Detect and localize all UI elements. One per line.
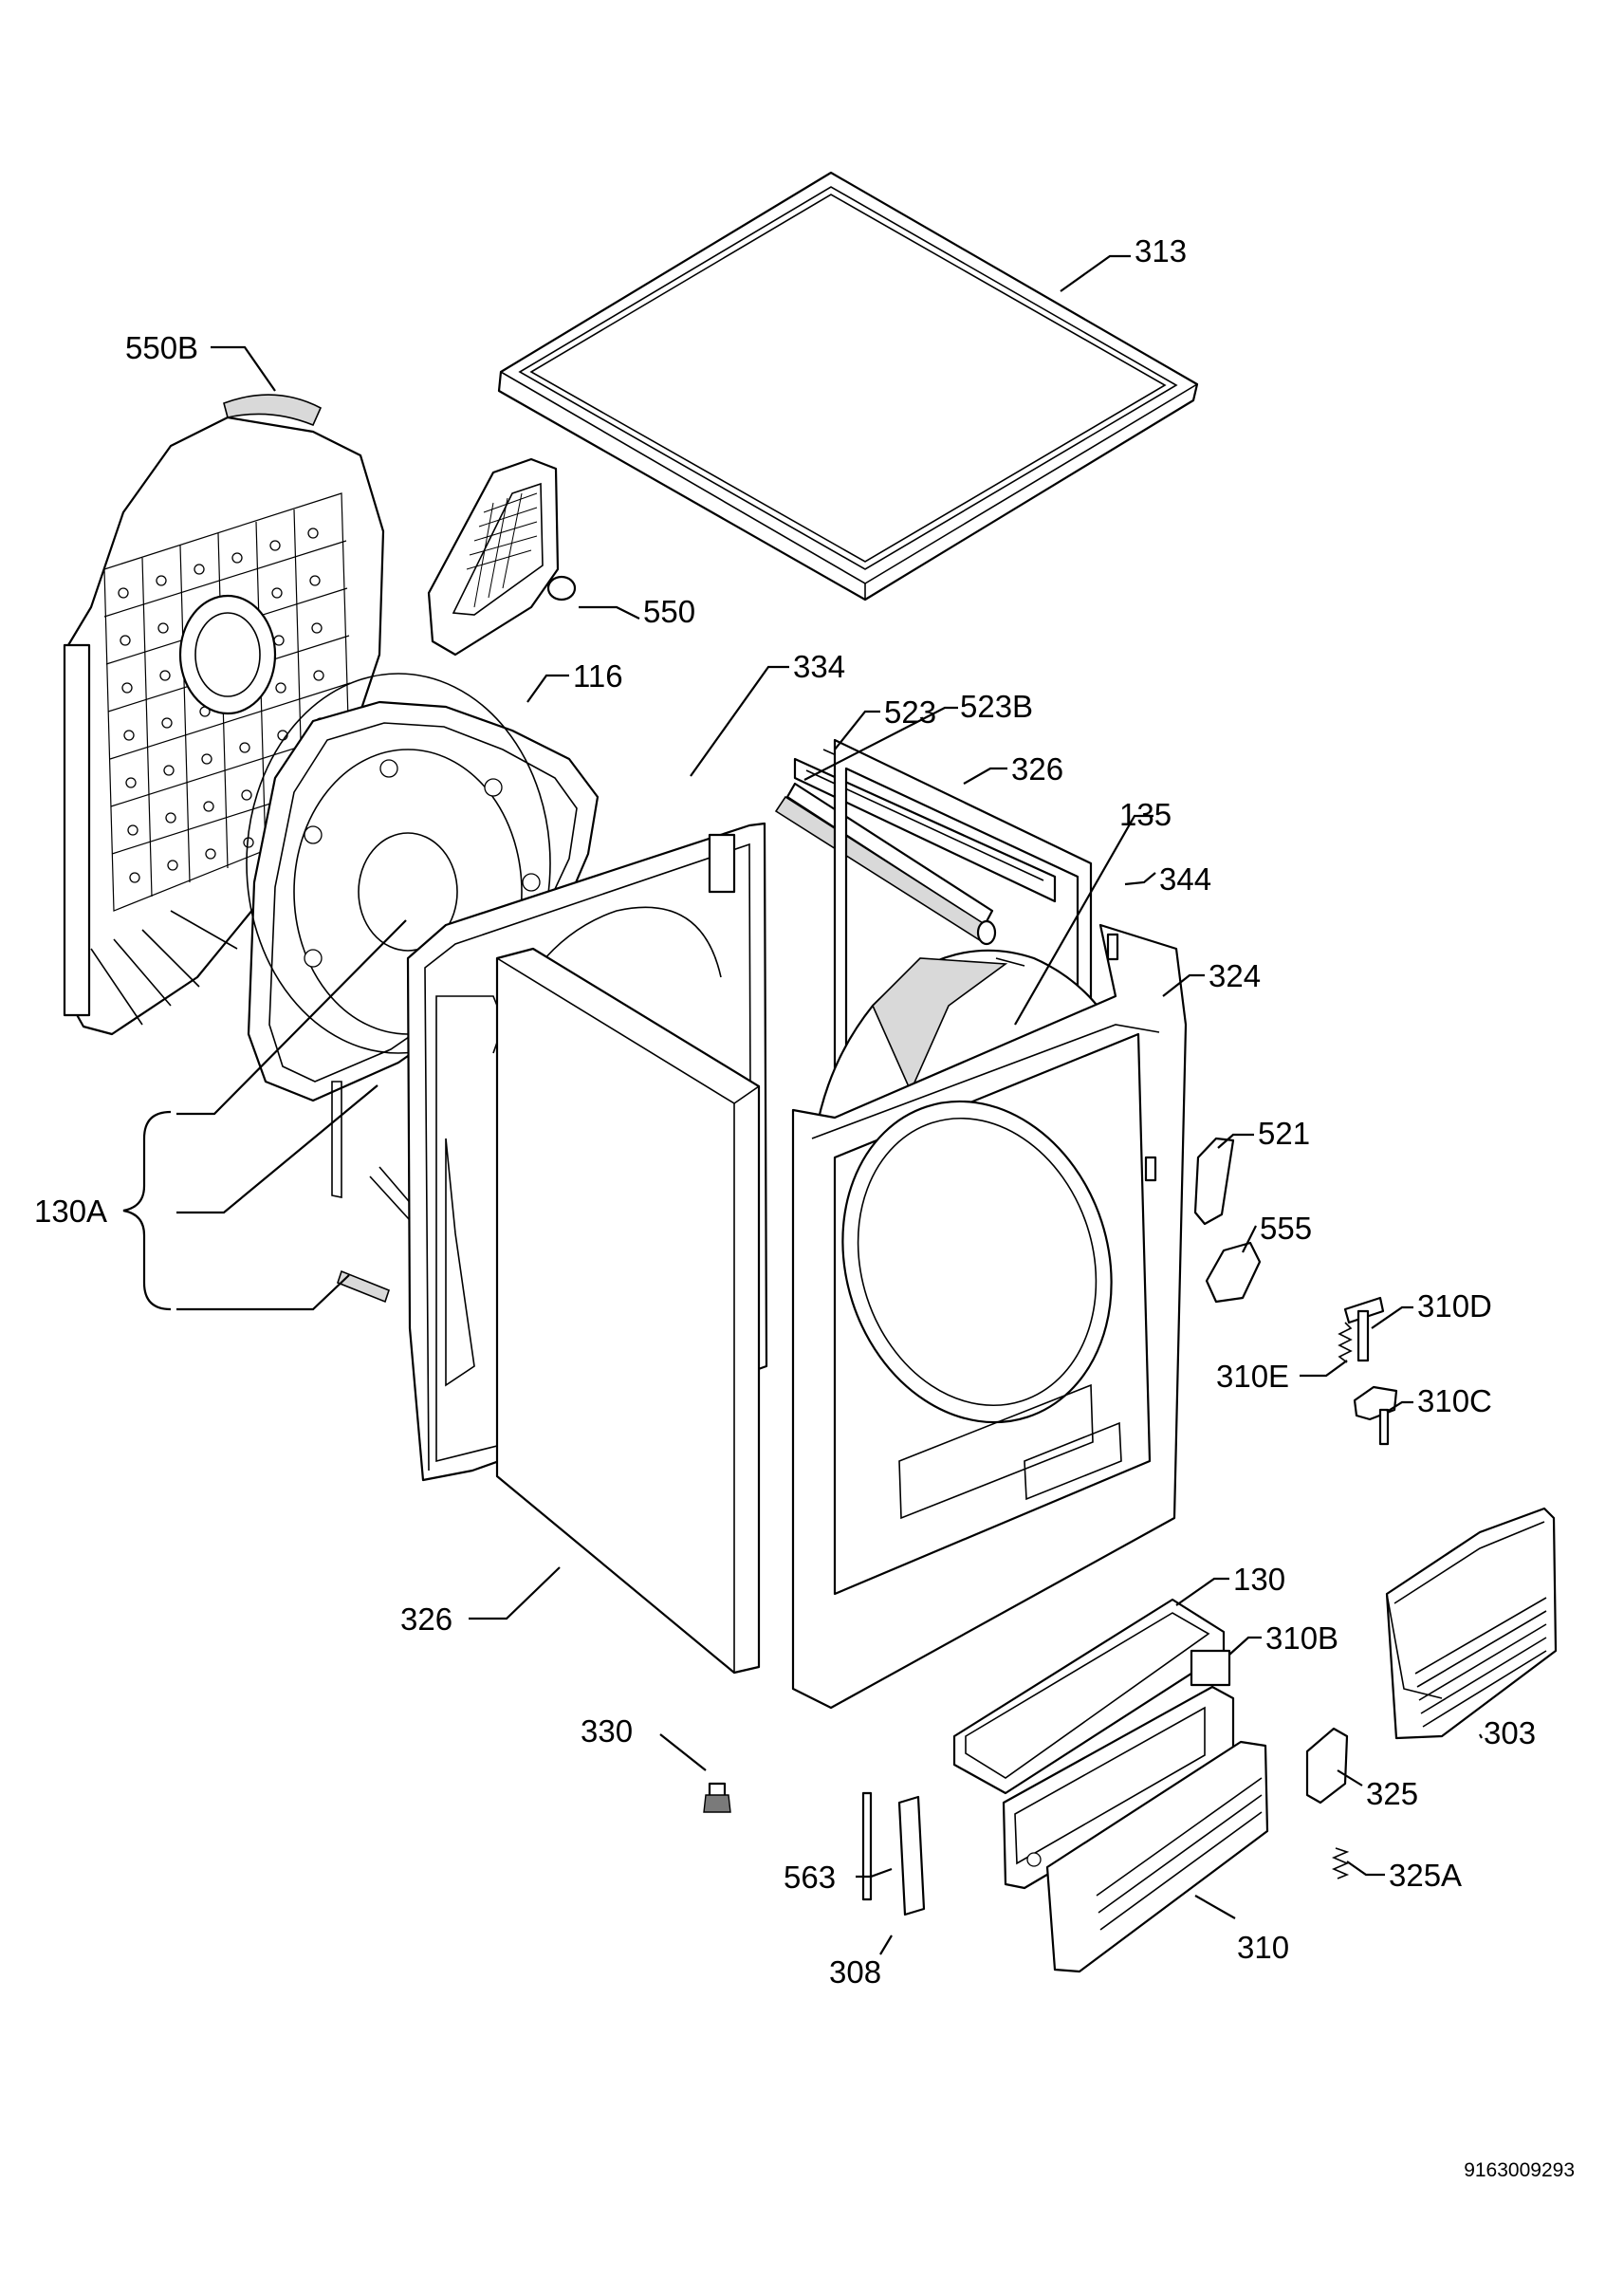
part-cover-521: [1193, 1137, 1235, 1226]
label-550B: 550B: [125, 330, 198, 365]
part-spring-325A: [1331, 1847, 1350, 1879]
part-switch-325: [1305, 1727, 1349, 1805]
part-duct-cover: [427, 457, 577, 657]
leader-lines: [122, 254, 1483, 1955]
part-cap-555: [1205, 1241, 1262, 1304]
part-filter-cover: [1385, 1507, 1558, 1740]
part-door-panel: [1045, 1740, 1269, 1973]
label-324: 324: [1209, 958, 1261, 993]
label-325A: 325A: [1389, 1858, 1462, 1893]
label-303: 303: [1484, 1715, 1536, 1750]
label-326-side: 326: [400, 1601, 452, 1637]
perforation-holes: [118, 528, 326, 883]
label-135: 135: [1119, 797, 1172, 832]
part-rear-seal: [246, 673, 600, 1102]
label-310C: 310C: [1417, 1383, 1492, 1418]
part-spring-310E: [1338, 1322, 1353, 1363]
label-310B: 310B: [1265, 1620, 1338, 1656]
label-523B: 523B: [960, 689, 1033, 724]
part-side-panel: [495, 947, 761, 1675]
label-521: 521: [1258, 1116, 1310, 1151]
part-latch-310D: [1343, 1296, 1385, 1362]
document-number: 9163009293: [1464, 2159, 1575, 2181]
part-labels: 313 550B 550 116 334 523 523B 326 135 34…: [34, 233, 1575, 2181]
label-344: 344: [1159, 861, 1211, 897]
label-308: 308: [829, 1954, 881, 1990]
label-326-top: 326: [1011, 751, 1063, 787]
label-563: 563: [784, 1860, 836, 1895]
label-310D: 310D: [1417, 1288, 1492, 1324]
label-310E: 310E: [1216, 1359, 1289, 1394]
part-foot-330: [703, 1782, 731, 1813]
label-550: 550: [643, 594, 695, 629]
label-130A: 130A: [34, 1194, 107, 1229]
label-555: 555: [1260, 1211, 1312, 1246]
label-523: 523: [884, 694, 936, 730]
label-310: 310: [1237, 1930, 1289, 1965]
part-front-frame: [791, 923, 1188, 1710]
label-130: 130: [1233, 1562, 1285, 1597]
part-latch-310C: [1353, 1385, 1398, 1446]
label-334: 334: [793, 649, 845, 684]
label-325: 325: [1366, 1776, 1418, 1811]
part-rear-air-duct: [63, 394, 385, 1036]
label-313: 313: [1135, 233, 1187, 268]
part-door-hinge-308: [861, 1791, 926, 1916]
part-top-panel: [497, 171, 1199, 602]
label-116: 116: [573, 658, 623, 694]
label-330: 330: [581, 1713, 633, 1749]
